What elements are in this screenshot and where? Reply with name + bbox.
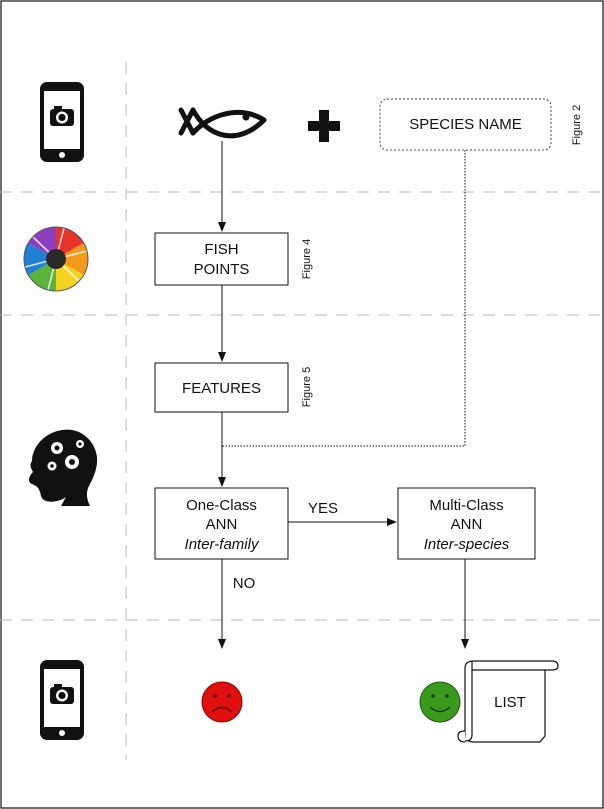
- multi-class-ann-box: [397, 487, 536, 560]
- happy-face-icon: [419, 681, 461, 723]
- smartphone-camera-icon: [40, 82, 84, 162]
- head-gears-icon: [29, 429, 98, 506]
- figure-ref-fish-points: Figure 4: [301, 239, 313, 279]
- list-label: LIST: [494, 694, 526, 711]
- connectors: [218, 141, 469, 649]
- fish-icon: [178, 107, 267, 139]
- multi-class-line3: Inter-species: [424, 536, 510, 553]
- species-name-label: SPECIES NAME: [409, 116, 522, 133]
- species-name-input-box: [379, 98, 552, 151]
- no-label: NO: [233, 575, 256, 592]
- multi-class-line2: ANN: [451, 516, 483, 533]
- sad-face-icon: [201, 681, 243, 723]
- one-class-line2: ANN: [206, 516, 238, 533]
- features-label: FEATURES: [182, 380, 261, 397]
- figure-ref-features: Figure 5: [301, 367, 313, 407]
- fish-points-line2: POINTS: [194, 261, 250, 278]
- figure-ref-species: Figure 2: [571, 105, 583, 145]
- features-box: [154, 362, 289, 413]
- plus-icon: [308, 110, 340, 142]
- smartphone-camera-icon: [40, 660, 84, 740]
- fish-eye: [242, 113, 250, 121]
- one-class-ann-box: [154, 487, 289, 560]
- scroll-list-icon: [457, 660, 559, 743]
- one-class-line1: One-Class: [186, 497, 257, 514]
- fish-points-line1: FISH: [204, 241, 238, 258]
- lane-separators: [0, 62, 604, 760]
- yes-label: YES: [308, 500, 338, 517]
- one-class-line3: Inter-family: [185, 536, 260, 553]
- multi-class-line1: Multi-Class: [429, 497, 503, 514]
- aperture-icon: [23, 226, 89, 292]
